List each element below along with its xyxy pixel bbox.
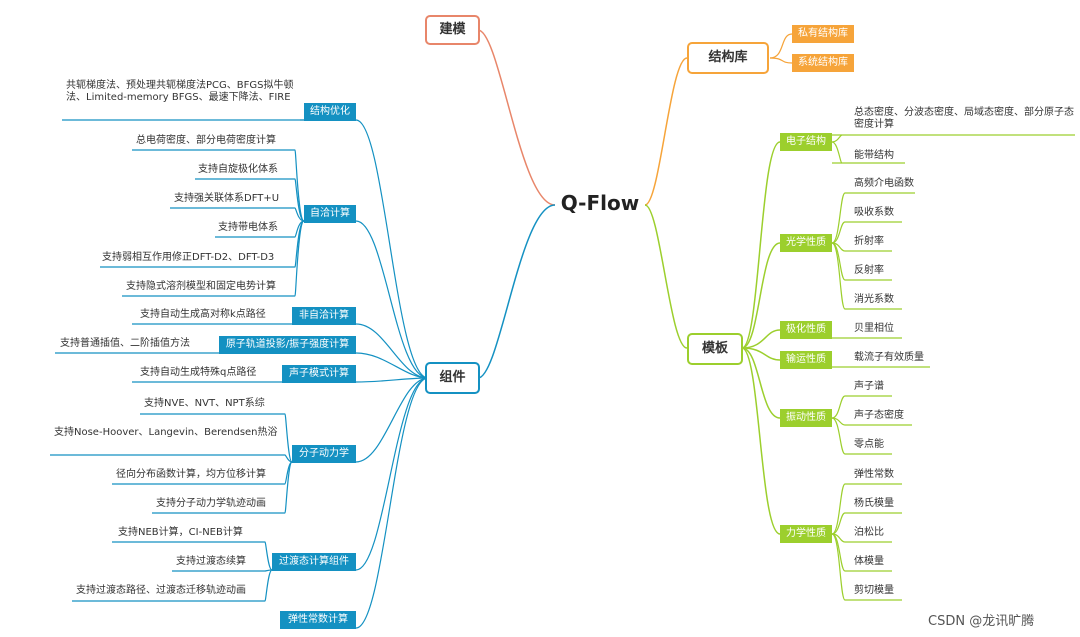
tag-phonon-mode[interactable]: 声子模式计算 [282,365,356,383]
leaf-k-path: 支持自动生成高对称k点路径 [140,309,266,320]
tag-transport[interactable]: 输运性质 [780,351,832,369]
leaf-effective-mass: 载流子有效质量 [854,352,924,363]
node-modeling[interactable]: 建模 [425,15,480,45]
leaf-spin-polarization: 支持自旋极化体系 [198,164,278,175]
tag-mechanical[interactable]: 力学性质 [780,525,832,543]
leaf-bulk-modulus: 体模量 [854,556,884,567]
leaf-youngs-modulus: 杨氏模量 [854,498,894,509]
tag-electronic-structure[interactable]: 电子结构 [780,133,832,151]
leaf-optimization-methods: 共轭梯度法、预处理共轭梯度法PCG、BFGS拟牛顿法、Limited-memor… [66,80,294,103]
leaf-q-path: 支持自动生成特殊q点路径 [140,367,257,378]
tag-private-structure-library[interactable]: 私有结构库 [792,25,854,43]
tag-elastic-constants[interactable]: 弹性常数计算 [280,611,356,629]
leaf-charged-system: 支持带电体系 [218,222,278,233]
tag-system-structure-library[interactable]: 系统结构库 [792,54,854,72]
leaf-charge-density: 总电荷密度、部分电荷密度计算 [136,135,276,146]
leaf-extinction: 消光系数 [854,294,894,305]
tag-polarization[interactable]: 极化性质 [780,321,832,339]
tag-molecular-dynamics[interactable]: 分子动力学 [292,445,356,463]
tag-optical-properties[interactable]: 光学性质 [780,234,832,252]
leaf-interpolation: 支持普通插值、二阶插值方法 [60,338,190,349]
tag-orbital-projection[interactable]: 原子轨道投影/振子强度计算 [219,336,356,354]
leaf-zero-point-energy: 零点能 [854,439,884,450]
leaf-dos: 总态密度、分波态密度、局域态密度、部分原子态密度计算 [854,107,1074,130]
leaf-implicit-solvent: 支持隐式溶剂模型和固定电势计算 [126,281,276,292]
watermark: CSDN @龙讯旷腾 [928,614,1035,629]
leaf-ts-restart: 支持过渡态续算 [176,556,246,567]
leaf-shear-modulus: 剪切模量 [854,585,894,596]
leaf-ensembles: 支持NVE、NVT、NPT系综 [144,398,265,409]
tag-vibration[interactable]: 振动性质 [780,409,832,427]
node-templates[interactable]: 模板 [687,333,743,365]
leaf-elastic-constant: 弹性常数 [854,469,894,480]
leaf-band-structure: 能带结构 [854,150,894,161]
leaf-neb: 支持NEB计算，CI-NEB计算 [118,527,243,538]
leaf-rdf-msd: 径向分布函数计算，均方位移计算 [116,469,266,480]
leaf-thermostats: 支持Nose-Hoover、Langevin、Berendsen热浴 [54,427,278,438]
leaf-poisson-ratio: 泊松比 [854,527,884,538]
leaf-md-animation: 支持分子动力学轨迹动画 [156,498,266,509]
leaf-phonon-dos: 声子态密度 [854,410,904,421]
leaf-reflectivity: 反射率 [854,265,884,276]
node-components[interactable]: 组件 [425,362,480,394]
leaf-refraction: 折射率 [854,236,884,247]
leaf-berry-phase: 贝里相位 [854,323,894,334]
leaf-dft-d: 支持弱相互作用修正DFT-D2、DFT-D3 [102,252,275,263]
central-topic: Q-Flow [560,191,640,215]
leaf-phonon-spectrum: 声子谱 [854,381,884,392]
tag-transition-state[interactable]: 过渡态计算组件 [272,553,356,571]
leaf-absorption: 吸收系数 [854,207,894,218]
node-structure-library[interactable]: 结构库 [687,42,769,74]
leaf-dielectric: 高频介电函数 [854,178,914,189]
tag-nscf-calculation[interactable]: 非自洽计算 [292,307,356,325]
tag-scf-calculation[interactable]: 自洽计算 [304,205,356,223]
leaf-ts-animation: 支持过渡态路径、过渡态迁移轨迹动画 [76,585,246,596]
tag-structure-optimization[interactable]: 结构优化 [304,103,356,121]
leaf-dft-u: 支持强关联体系DFT+U [174,193,280,204]
